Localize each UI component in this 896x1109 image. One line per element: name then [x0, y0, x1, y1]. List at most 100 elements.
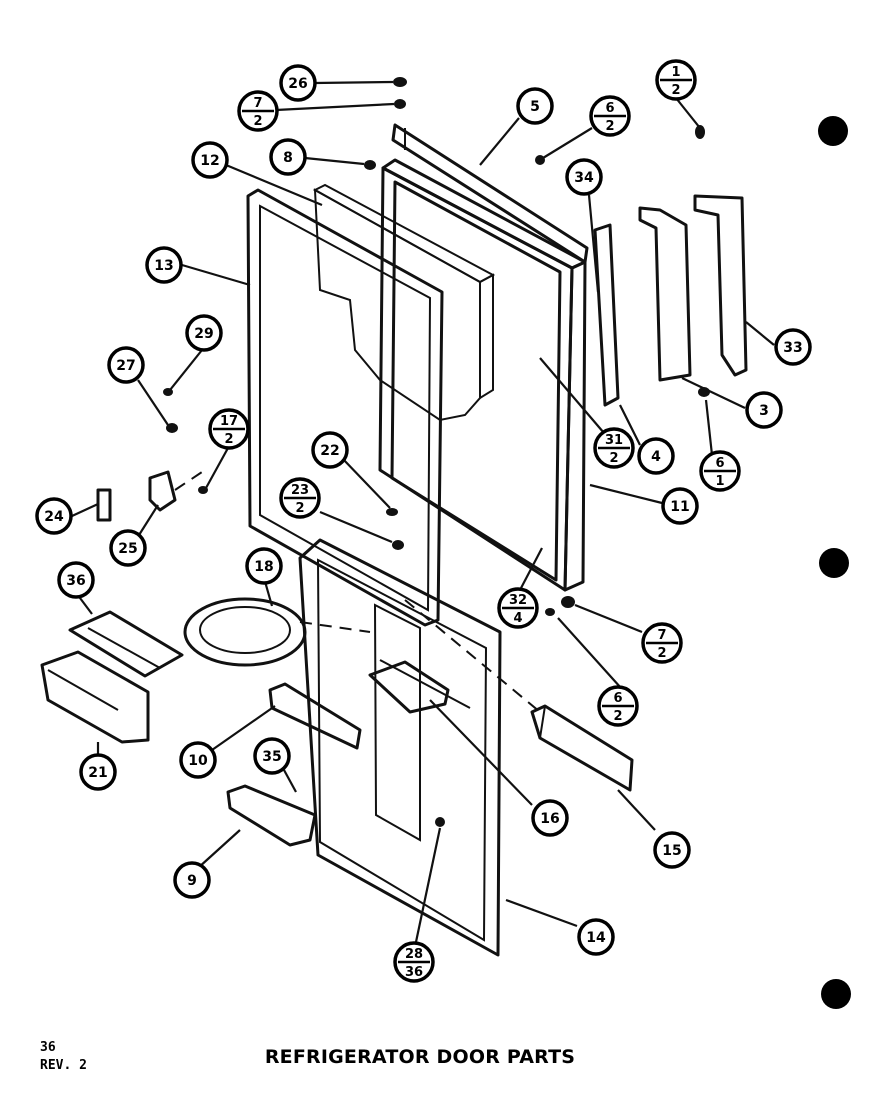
callout-21: 21: [79, 753, 117, 791]
callout-number: 11: [670, 499, 689, 515]
callout-number: 27: [116, 358, 135, 374]
callout-circle: [57, 561, 95, 599]
callout-35: 35: [253, 737, 291, 775]
callout-quantity: 2: [609, 451, 618, 466]
callout-quantity: 2: [613, 709, 622, 724]
part-33-hinge-strap: [693, 194, 748, 377]
callout-number: 31: [605, 433, 623, 448]
callout-number: 25: [118, 541, 137, 557]
callout-36: 36: [57, 561, 95, 599]
callout-number: 16: [540, 811, 559, 827]
callout-24: 24: [35, 497, 73, 535]
callout-number: 8: [283, 150, 293, 166]
callout-number: 1: [671, 65, 680, 80]
part-12-insulation: [312, 183, 496, 422]
callout-number: 22: [320, 443, 339, 459]
callout-circle: [145, 246, 183, 284]
part-4-side-strip: [593, 223, 620, 407]
callout-6-2-top: 62: [589, 95, 631, 137]
callout-circle: [661, 487, 699, 525]
callout-18: 18: [245, 547, 283, 585]
callout-quantity: 2: [671, 83, 680, 98]
callout-quantity: 2: [657, 646, 666, 661]
callout-quantity: 1: [715, 474, 724, 489]
callout-26: 26: [279, 64, 317, 102]
callout-circle: [109, 529, 147, 567]
callout-quantity: 2: [605, 119, 614, 134]
part-9-bottom-shelf: [226, 784, 317, 847]
callout-number: 33: [783, 340, 802, 356]
callout-circle: [173, 861, 211, 899]
callout-number: 35: [262, 749, 281, 765]
callout-number: 26: [288, 76, 307, 92]
callout-number: 24: [44, 509, 64, 525]
callout-circle: [745, 391, 783, 429]
part-24-hinge-block: [96, 488, 112, 522]
callout-circle: [269, 138, 307, 176]
callout-circle: [79, 753, 117, 791]
callout-7-2-top: 72: [237, 90, 279, 132]
callout-quantity: 36: [405, 965, 423, 980]
callout-16: 16: [531, 799, 569, 837]
callout-number: 15: [662, 843, 681, 859]
callout-23-2: 232: [279, 477, 321, 519]
callout-1-2: 12: [655, 59, 697, 101]
callout-number: 12: [200, 153, 219, 169]
callout-6-2-bot: 62: [597, 685, 639, 727]
callout-quantity: 2: [295, 501, 304, 516]
callout-number: 3: [759, 403, 769, 419]
callout-number: 5: [530, 99, 540, 115]
callout-number: 32: [509, 593, 527, 608]
part-3-hinge-bracket: [638, 206, 692, 382]
callout-5: 5: [516, 87, 554, 125]
callout-13: 13: [145, 246, 183, 284]
callout-circle: [35, 497, 73, 535]
callout-12: 12: [191, 141, 229, 179]
binder-hole-middle: [819, 548, 849, 578]
callout-circle: [516, 87, 554, 125]
callout-33: 33: [774, 328, 812, 366]
callout-number: 18: [254, 559, 273, 575]
callout-number: 23: [291, 483, 309, 498]
callout-34: 34: [565, 158, 603, 196]
part-36-cover: [68, 610, 184, 678]
callout-32-4: 324: [497, 587, 539, 629]
callout-25: 25: [109, 529, 147, 567]
callout-10: 10: [179, 741, 217, 779]
callout-31-2: 312: [593, 427, 635, 469]
binder-hole-top: [818, 116, 848, 146]
callout-circle: [653, 831, 691, 869]
callout-number: 28: [405, 947, 423, 962]
callout-number: 4: [651, 449, 661, 465]
part-21-bin: [40, 650, 150, 744]
binder-hole-bottom: [821, 979, 851, 1009]
part-15-shelf-rail: [530, 704, 634, 792]
callout-6-1: 61: [699, 450, 741, 492]
callout-quantity: 2: [253, 114, 262, 129]
callout-number: 7: [253, 96, 262, 111]
page-title: REFRIGERATOR DOOR PARTS: [264, 1046, 576, 1068]
callout-circle: [185, 314, 223, 352]
callout-circle: [577, 918, 615, 956]
callout-circle: [637, 437, 675, 475]
callout-number: 6: [613, 691, 622, 706]
callout-circle: [774, 328, 812, 366]
callout-11: 11: [661, 487, 699, 525]
callout-quantity: 4: [513, 611, 522, 626]
callout-number: 36: [66, 573, 85, 589]
callout-14: 14: [577, 918, 615, 956]
callout-3: 3: [745, 391, 783, 429]
part-10-shelf-bar: [268, 682, 362, 750]
callout-number: 29: [194, 326, 213, 342]
part-14-inner-liner: [298, 538, 502, 957]
callout-number: 34: [574, 170, 594, 186]
callout-4: 4: [637, 437, 675, 475]
callout-number: 7: [657, 628, 666, 643]
callout-7-2-bot: 72: [641, 622, 683, 664]
callout-quantity: 2: [224, 432, 233, 447]
callout-circle: [179, 741, 217, 779]
callout-number: 6: [605, 101, 614, 116]
callout-number: 17: [220, 414, 238, 429]
